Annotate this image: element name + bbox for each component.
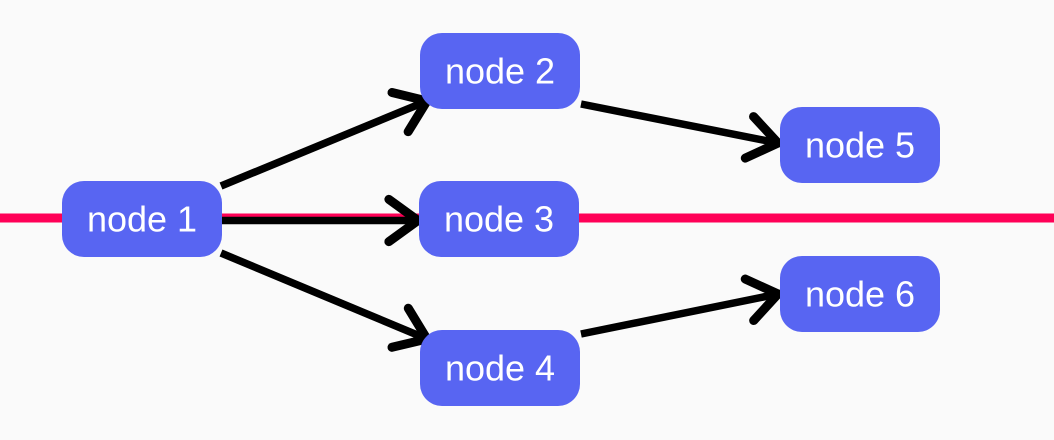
node-box bbox=[780, 107, 940, 183]
edge-node1-node3 bbox=[221, 194, 423, 247]
edge-shaft bbox=[580, 290, 779, 338]
node-box bbox=[62, 181, 222, 257]
arrowhead-icon bbox=[740, 274, 783, 299]
node-box bbox=[419, 181, 579, 257]
edge-node4-node6 bbox=[580, 274, 783, 338]
flow-node-node1[interactable]: node 1 bbox=[62, 181, 222, 257]
arrowhead-icon bbox=[403, 96, 432, 137]
node-label: node 6 bbox=[805, 274, 915, 315]
edge-shaft bbox=[580, 100, 779, 147]
flow-node-node2[interactable]: node 2 bbox=[420, 33, 580, 109]
arrowhead-icon bbox=[749, 112, 783, 148]
node-box bbox=[420, 33, 580, 109]
node-box bbox=[780, 256, 940, 332]
arrowhead-icon bbox=[740, 138, 783, 163]
flow-node-node3[interactable]: node 3 bbox=[419, 181, 579, 257]
flow-node-node6[interactable]: node 6 bbox=[780, 256, 940, 332]
arrowhead-icon bbox=[384, 194, 423, 225]
edge-node1-node2 bbox=[219, 88, 432, 190]
node-label: node 1 bbox=[87, 199, 197, 240]
arrowhead-icon bbox=[387, 334, 432, 352]
flow-node-node4[interactable]: node 4 bbox=[420, 330, 580, 406]
arrowhead-icon bbox=[387, 88, 432, 106]
node-label: node 3 bbox=[444, 199, 554, 240]
edge-shaft bbox=[219, 249, 429, 343]
node-label: node 5 bbox=[805, 125, 915, 166]
node-label: node 4 bbox=[445, 348, 555, 389]
edge-node1-node4 bbox=[219, 249, 432, 352]
node-label: node 2 bbox=[445, 51, 555, 92]
arrowhead-icon bbox=[403, 303, 432, 344]
arrowhead-icon bbox=[384, 216, 423, 247]
node-box bbox=[420, 330, 580, 406]
edge-shaft bbox=[219, 97, 429, 190]
edge-node2-node5 bbox=[580, 100, 783, 163]
arrowhead-icon bbox=[749, 289, 783, 326]
flow-node-node5[interactable]: node 5 bbox=[780, 107, 940, 183]
